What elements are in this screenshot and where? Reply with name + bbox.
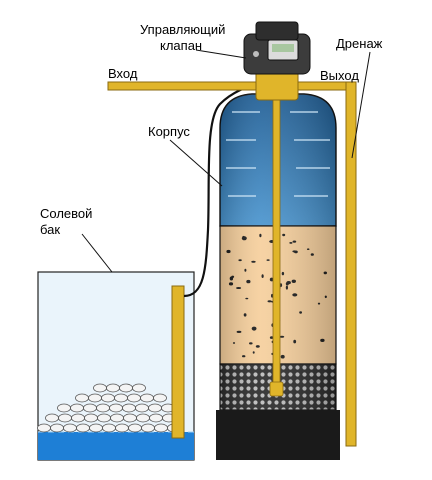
salt-tablet <box>110 413 124 423</box>
salt-tablet <box>45 413 59 423</box>
display-screen <box>272 44 294 52</box>
inlet-outlet-pipe <box>107 81 357 91</box>
salt-tablet <box>136 413 150 423</box>
salt-tablet <box>127 393 141 403</box>
salt-tablet <box>153 393 167 403</box>
riser-tube <box>272 95 281 387</box>
salt-tablet <box>70 403 84 413</box>
salt-tablet <box>101 393 115 403</box>
salt-tablet <box>119 383 133 393</box>
salt-tablet <box>135 403 149 413</box>
brine-tank <box>37 271 195 461</box>
leader-lines <box>81 49 371 273</box>
salt-tablet <box>154 423 168 433</box>
label-brine-tank-1: Солевой <box>40 206 93 221</box>
salt-tablet <box>123 413 137 423</box>
brine-well-pipe <box>171 285 185 439</box>
salt-tablet <box>148 403 162 413</box>
salt-tablet <box>115 423 129 433</box>
salt-tablet <box>128 423 142 433</box>
label-body: Корпус <box>148 124 190 139</box>
vessel-base <box>216 410 340 460</box>
salt-tablet <box>109 403 123 413</box>
label-outlet: Выход <box>320 68 359 83</box>
salt-tablet <box>96 403 110 413</box>
lower-distributor <box>269 381 284 397</box>
label-inlet: Вход <box>108 66 138 81</box>
salt-tablet <box>75 393 89 403</box>
salt-tablet <box>97 413 111 423</box>
salt-tablet <box>132 383 146 393</box>
salt-tablet <box>63 423 77 433</box>
salt-tablet <box>37 423 51 433</box>
salt-tablet <box>58 413 72 423</box>
salt-tablet <box>71 413 85 423</box>
salt-tablet <box>50 423 64 433</box>
brine-solution <box>38 432 194 460</box>
salt-tablet <box>114 393 128 403</box>
label-control-valve-1: Управляющий <box>140 22 226 37</box>
label-drain: Дренаж <box>336 36 383 51</box>
salt-tablet <box>106 383 120 393</box>
salt-tablet <box>102 423 116 433</box>
control-valve <box>243 21 311 101</box>
salt-tablet <box>84 413 98 423</box>
brine-tube <box>183 82 259 298</box>
salt-tablet <box>122 403 136 413</box>
water-lines <box>226 111 330 197</box>
drain-pipe <box>345 81 357 447</box>
valve-top <box>255 21 299 41</box>
salt-tablet <box>89 423 103 433</box>
label-control-valve-2: клапан <box>160 38 203 53</box>
salt-tablet <box>149 413 163 423</box>
label-brine-tank-2: бак <box>40 222 61 237</box>
salt-tablets-pile <box>37 383 181 433</box>
salt-tablet <box>140 393 154 403</box>
salt-tablet <box>88 393 102 403</box>
salt-tablet <box>57 403 71 413</box>
salt-tablet <box>83 403 97 413</box>
valve-button <box>253 51 259 57</box>
salt-tablet <box>76 423 90 433</box>
salt-tablet <box>141 423 155 433</box>
salt-tablet <box>93 383 107 393</box>
